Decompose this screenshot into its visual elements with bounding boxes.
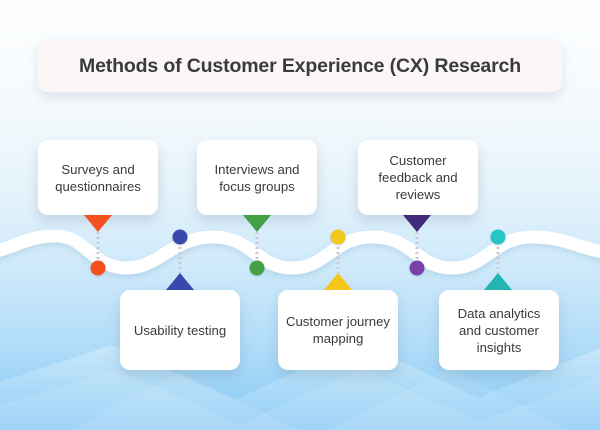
connector-line [178, 237, 182, 273]
card-pointer-triangle [484, 273, 512, 290]
wave-path [0, 229, 600, 275]
method-label: Interviews and focus groups [214, 161, 300, 194]
wave-node-dot[interactable] [249, 260, 265, 276]
method-label: Customer feedback and reviews [378, 153, 458, 202]
card-pointer-triangle [243, 215, 271, 232]
card-pointer-triangle [166, 273, 194, 290]
method-card[interactable]: Interviews and focus groups [197, 140, 317, 215]
method-card[interactable]: Usability testing [120, 290, 240, 370]
method-card[interactable]: Customer journey mapping [278, 290, 398, 370]
title-banner: Methods of Customer Experience (CX) Rese… [38, 40, 562, 92]
method-card[interactable]: Data analytics and customer insights [439, 290, 559, 370]
card-pointer-triangle [84, 215, 112, 232]
connector-line [496, 237, 500, 273]
wave-node-dot[interactable] [409, 260, 425, 276]
page-title: Methods of Customer Experience (CX) Rese… [78, 54, 521, 77]
connector-line [255, 232, 259, 268]
wave-node-dot[interactable] [90, 260, 106, 276]
connector-line [96, 232, 100, 268]
connector-line [415, 232, 419, 268]
card-pointer-triangle [324, 273, 352, 290]
method-card[interactable]: Surveys and questionnaires [38, 140, 158, 215]
wave-node-dot[interactable] [172, 229, 188, 245]
connector-line [336, 237, 340, 273]
method-label: Customer journey mapping [285, 314, 391, 346]
method-label: Data analytics and customer insights [457, 305, 541, 355]
wave-node-dot[interactable] [330, 229, 346, 245]
wave-node-dot[interactable] [490, 229, 506, 245]
method-label: Surveys and questionnaires [55, 161, 141, 194]
method-card[interactable]: Customer feedback and reviews [358, 140, 478, 215]
card-pointer-triangle [403, 215, 431, 232]
method-label: Usability testing [133, 322, 227, 338]
